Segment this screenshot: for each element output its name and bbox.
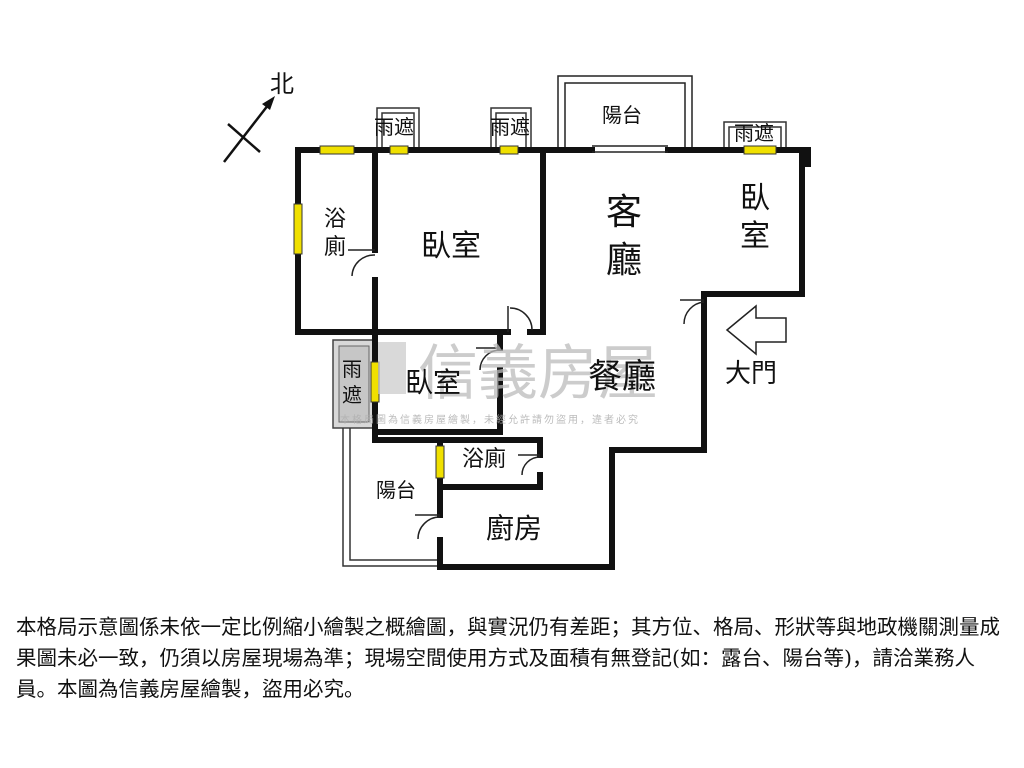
- room-labels: 浴 廁 臥室 客 廳 臥 室 臥室 餐廳 浴廁 陽台 廚房 陽台 雨 遮 雨遮 …: [324, 103, 777, 545]
- main-door-label: 大門: [725, 359, 777, 389]
- living-room-label-line1: 客: [606, 192, 642, 233]
- north-label: 北: [270, 70, 294, 98]
- balcony-top-label: 陽台: [602, 103, 642, 127]
- doors: [348, 249, 705, 540]
- bathroom-2-label: 浴廁: [462, 447, 506, 472]
- balcony-top: [557, 75, 693, 150]
- bathroom-1-label-line2: 廁: [324, 235, 346, 260]
- windows: [293, 145, 777, 479]
- bedroom-2-label-line1: 臥: [740, 181, 770, 216]
- walls: [295, 147, 811, 570]
- awning-label-2: 雨遮: [490, 115, 530, 139]
- bedroom-3-label: 臥室: [405, 366, 461, 399]
- watermark: 信義房屋 本格局圖為信義房屋繪製，未經允許請勿盜用，違者必究: [340, 339, 658, 426]
- disclaimer-text: 本格局示意圖係未依一定比例縮小繪製之概繪圖，與實況仍有差距；其方位、格局、形狀等…: [16, 615, 1000, 701]
- living-room-label-line2: 廳: [606, 240, 642, 281]
- awning-label-1: 雨遮: [374, 115, 414, 139]
- balcony-lower-outline: [342, 428, 440, 567]
- watermark-notice: 本格局圖為信義房屋繪製，未經允許請勿盜用，違者必究: [340, 413, 640, 426]
- kitchen-label: 廚房: [486, 512, 542, 545]
- awning-side-label-line2: 遮: [342, 383, 362, 407]
- floor-plan: 北: [223, 70, 811, 570]
- awning-side-label-line1: 雨: [342, 357, 362, 381]
- balcony-lower-label: 陽台: [376, 478, 416, 502]
- compass: 北: [223, 70, 294, 163]
- dining-room-label: 餐廳: [588, 357, 656, 397]
- awning-boxes-top: [376, 107, 787, 151]
- bedroom-2-label-line2: 室: [740, 219, 770, 254]
- awning-label-3: 雨遮: [734, 121, 774, 145]
- bathroom-1-label-line1: 浴: [324, 207, 346, 232]
- watermark-brand: 信義房屋: [418, 339, 658, 409]
- bedroom-1-label: 臥室: [421, 229, 481, 264]
- entrance-arrow: [725, 304, 787, 356]
- sliding-door: [592, 145, 668, 153]
